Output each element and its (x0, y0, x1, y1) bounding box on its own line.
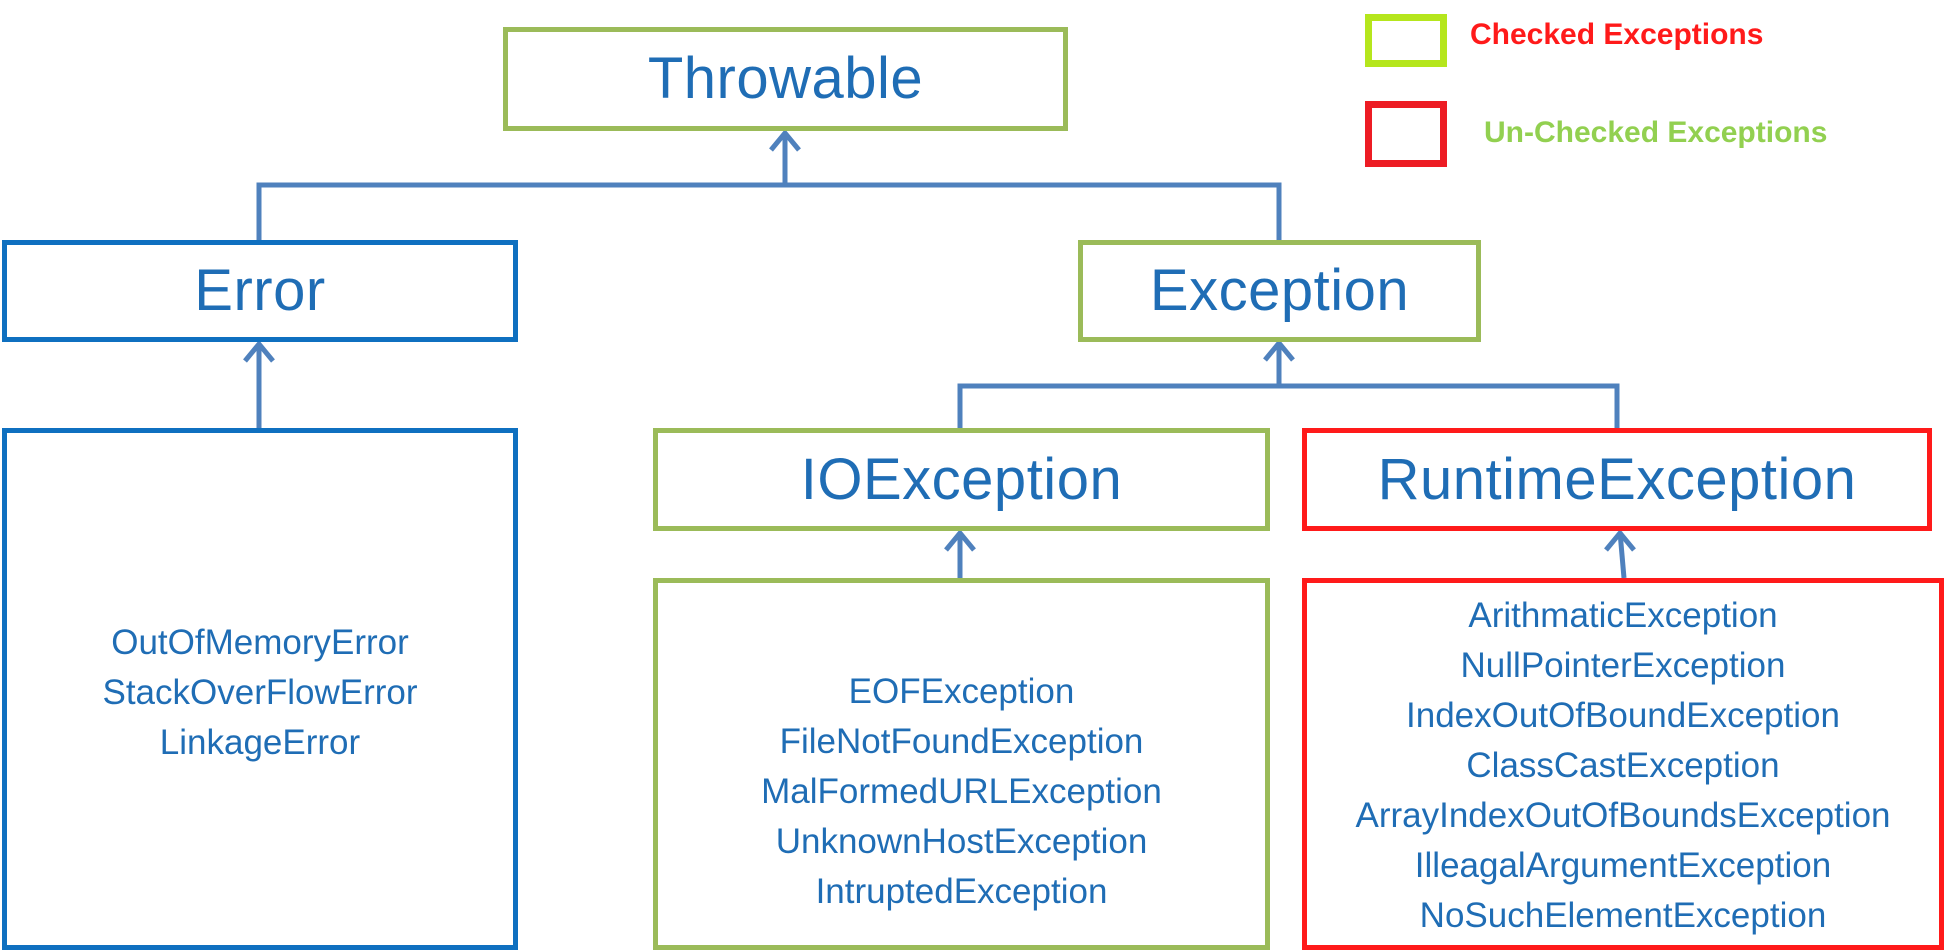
io-subclass-item: IntruptedException (815, 872, 1108, 911)
runtime-subclasses-box: ArithmaticException NullPointerException… (1302, 578, 1944, 950)
legend-unchecked-swatch (1365, 101, 1447, 167)
runtime-subclasses-list: ArithmaticException NullPointerException… (1355, 587, 1890, 941)
throwable-label: Throwable (647, 46, 924, 111)
exception-label: Exception (1149, 258, 1410, 323)
io-exception-node: IOException (653, 428, 1270, 531)
runtime-exception-node: RuntimeException (1302, 428, 1932, 531)
legend-checked-label: Checked Exceptions (1470, 18, 1764, 51)
connector-runtime-stem (1617, 531, 1627, 579)
error-subclass-item: OutOfMemoryError (111, 623, 409, 662)
arrow-head-runtime (1604, 529, 1636, 552)
runtime-subclass-item: ArrayIndexOutOfBoundsException (1355, 796, 1891, 835)
io-subclasses-box: EOFException FileNotFoundException MalFo… (653, 578, 1270, 950)
throwable-node: Throwable (503, 27, 1068, 131)
arrow-head-error (243, 340, 275, 363)
io-exception-label: IOException (800, 446, 1123, 512)
arrow-head-io (944, 529, 976, 552)
connector-throwable-children (256, 182, 1282, 240)
io-subclass-item: FileNotFoundException (779, 722, 1144, 761)
arrow-head-exception (1263, 339, 1295, 362)
error-subclass-item: LinkageError (159, 723, 361, 762)
exception-node: Exception (1078, 240, 1481, 342)
legend-checked-swatch (1365, 14, 1447, 67)
error-node: Error (2, 240, 518, 342)
error-label: Error (194, 258, 326, 323)
error-subclasses-box: OutOfMemoryError StackOverFlowError Link… (2, 428, 518, 950)
io-subclass-item: EOFException (848, 672, 1075, 711)
connector-exception-children (957, 383, 1620, 428)
runtime-subclass-item: ClassCastException (1466, 746, 1780, 785)
io-subclass-item: MalFormedURLException (761, 772, 1162, 811)
runtime-subclass-item: IndexOutOfBoundException (1406, 696, 1840, 735)
io-subclass-item: UnknownHostException (775, 822, 1148, 861)
runtime-exception-label: RuntimeException (1377, 446, 1857, 512)
error-subclass-item: StackOverFlowError (102, 673, 418, 712)
runtime-subclass-item: NullPointerException (1460, 646, 1786, 685)
runtime-subclass-item: IlleagalArgumentException (1414, 846, 1832, 885)
legend-unchecked-label: Un-Checked Exceptions (1484, 116, 1828, 149)
io-subclasses-list: EOFException FileNotFoundException MalFo… (761, 611, 1162, 917)
arrow-head-throwable (769, 129, 801, 152)
runtime-subclass-item: NoSuchElementException (1419, 896, 1827, 935)
error-subclasses-list: OutOfMemoryError StackOverFlowError Link… (102, 610, 417, 768)
runtime-subclass-item: ArithmaticException (1468, 596, 1778, 635)
